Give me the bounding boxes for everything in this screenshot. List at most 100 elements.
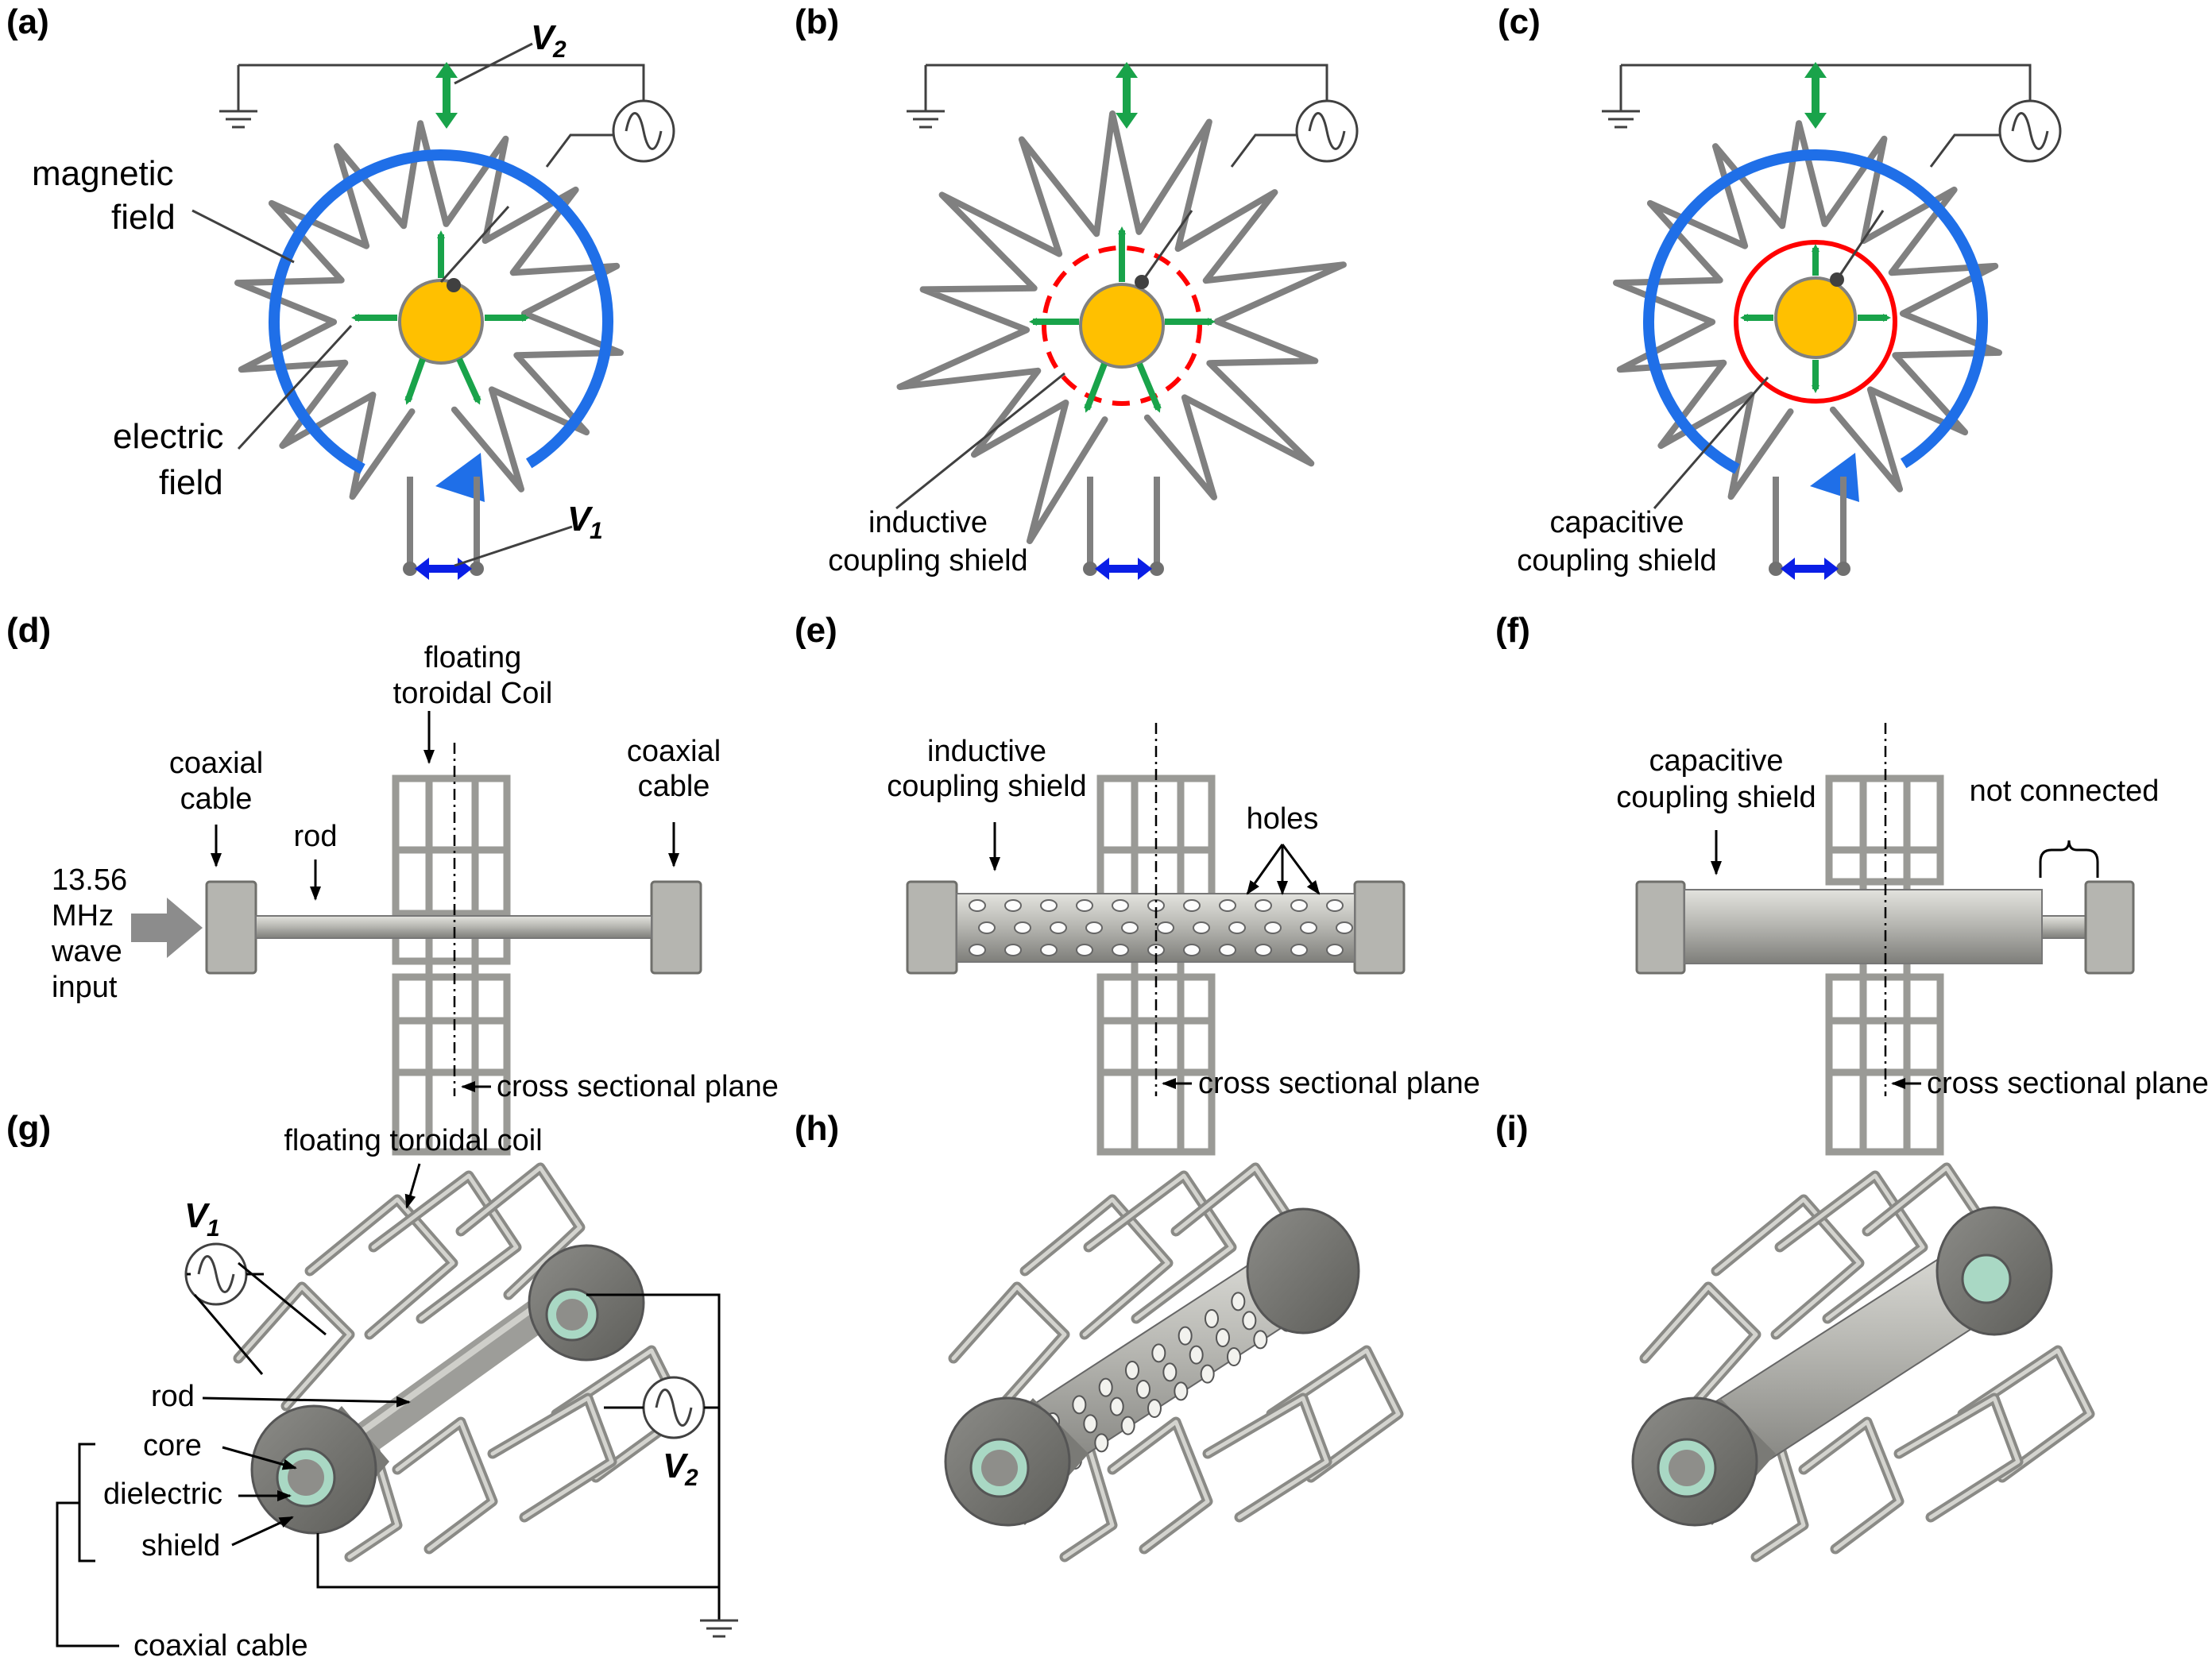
v2-label: V bbox=[663, 1447, 689, 1485]
shield-hole bbox=[1219, 899, 1236, 912]
electric-field-arrows bbox=[1740, 244, 1891, 393]
plane-label: cross sectional plane bbox=[1927, 1067, 2209, 1100]
shield-label-1: capacitive bbox=[1550, 506, 1684, 539]
ground-icon bbox=[698, 1587, 740, 1638]
coil-frame bbox=[1714, 1197, 1862, 1337]
shield-hole bbox=[1004, 899, 1022, 912]
coil-frame bbox=[395, 1420, 495, 1551]
electric-label-2: field bbox=[159, 463, 223, 502]
shield-hole bbox=[1326, 899, 1344, 912]
panel-a: (a) V 2 V bbox=[6, 2, 675, 580]
input-label-1: 13.56 bbox=[52, 863, 127, 897]
shield-hole bbox=[1228, 921, 1246, 934]
shield-hole bbox=[1255, 899, 1272, 912]
electric-field-arrows bbox=[351, 230, 530, 405]
coil-label-1: floating bbox=[424, 641, 522, 674]
panel-a-label: (a) bbox=[6, 2, 49, 41]
v1-sub: 1 bbox=[207, 1215, 220, 1242]
coil-frame bbox=[458, 1165, 582, 1297]
shield-hole bbox=[1109, 1396, 1124, 1416]
coil-frame bbox=[1023, 1197, 1170, 1337]
shield-hole bbox=[1147, 1399, 1162, 1418]
source-lead bbox=[545, 133, 613, 168]
supply-line bbox=[238, 64, 645, 105]
capacitive-shield-tube bbox=[1684, 889, 2043, 964]
coaxial-cable-left bbox=[1635, 880, 1686, 975]
coil-frame bbox=[233, 1281, 355, 1412]
rod-cross-section bbox=[1774, 276, 1857, 359]
shield-hole bbox=[1253, 1330, 1268, 1350]
panel-f: (f) capacitive coupling shield not conne… bbox=[1495, 611, 2209, 1156]
coil-frame bbox=[236, 1284, 352, 1408]
panel-g-label: (g) bbox=[6, 1109, 51, 1148]
shield-hole bbox=[1193, 921, 1210, 934]
inductive-shield-ring bbox=[1042, 245, 1202, 406]
shield-hole bbox=[1162, 1362, 1178, 1382]
shield-hole bbox=[1076, 944, 1093, 956]
shield-hole bbox=[1085, 921, 1103, 934]
shield-label-2: coupling shield bbox=[887, 770, 1086, 803]
shield-hole bbox=[1151, 1343, 1166, 1363]
panel-f-label: (f) bbox=[1495, 611, 1530, 650]
cable-left-label-2: cable bbox=[180, 782, 253, 816]
coaxial-cable-near bbox=[1631, 1396, 1776, 1527]
ac-source-icon bbox=[1998, 99, 2062, 163]
coaxial-cable-near bbox=[944, 1396, 1089, 1527]
shield-label-1: inductive bbox=[927, 735, 1046, 768]
coaxial-cable-far bbox=[1936, 1206, 2053, 1336]
not-connected-brace bbox=[2039, 840, 2099, 878]
panel-c: (c) capacitive coupling shield bbox=[1498, 2, 2062, 580]
panel-i-label: (i) bbox=[1495, 1109, 1529, 1148]
shield-hole bbox=[1227, 1347, 1241, 1366]
not-connected-label: not connected bbox=[1970, 774, 2160, 808]
electric-field-arrows bbox=[1029, 226, 1216, 413]
shield-hole bbox=[1183, 899, 1201, 912]
toroidal-coil bbox=[896, 110, 1347, 544]
shield-hole bbox=[1326, 944, 1344, 956]
shield-hole bbox=[1098, 1377, 1113, 1397]
shield-hole bbox=[1121, 921, 1139, 934]
shield-hole bbox=[1125, 1361, 1139, 1380]
coaxial-cable-far bbox=[1246, 1207, 1360, 1335]
ac-source-icon bbox=[642, 1376, 706, 1439]
shield-label-1: capacitive bbox=[1649, 744, 1784, 778]
toroidal-coil bbox=[234, 120, 624, 500]
shield-hole bbox=[1136, 1380, 1150, 1399]
shield-hole bbox=[1255, 944, 1272, 956]
rod-label: rod bbox=[151, 1380, 195, 1413]
ground-icon bbox=[1600, 65, 1642, 129]
panel-g: (g) V 1 V 2 float bbox=[6, 1109, 740, 1661]
rod-leader bbox=[439, 205, 510, 284]
input-arrow bbox=[131, 898, 203, 958]
shield-hole bbox=[1014, 921, 1031, 934]
magnetic-label-1: magnetic bbox=[32, 154, 174, 193]
coil-frame bbox=[1798, 1416, 1905, 1555]
shield-hole bbox=[969, 944, 986, 956]
panel-d: (d) 13.56 MHz wave input coaxial cable r… bbox=[6, 611, 779, 1156]
input-label-2: MHz bbox=[52, 899, 114, 933]
shield-label-2: coupling shield bbox=[1616, 781, 1816, 814]
cable-right-label-1: coaxial bbox=[627, 735, 721, 768]
holes-label: holes bbox=[1247, 802, 1319, 836]
shield-hole bbox=[1157, 921, 1174, 934]
v1-label: V bbox=[184, 1196, 211, 1235]
ac-source-icon bbox=[1295, 99, 1359, 163]
shield-hole bbox=[969, 899, 986, 912]
coil-side-view bbox=[392, 774, 511, 1156]
coaxial-cable-left bbox=[205, 880, 257, 975]
input-label-4: input bbox=[52, 971, 118, 1004]
v2-label: V bbox=[531, 18, 557, 57]
panel-e-label: (e) bbox=[795, 611, 837, 650]
capacitive-shield-ring bbox=[1734, 240, 1897, 404]
coaxial-cable-left bbox=[906, 880, 958, 975]
panel-h-label: (h) bbox=[795, 1109, 839, 1148]
dielectric-label: dielectric bbox=[103, 1478, 222, 1511]
coil-frame bbox=[392, 1416, 498, 1555]
shield-hole bbox=[1200, 1364, 1215, 1384]
coil-frame bbox=[1107, 1416, 1213, 1555]
coil-frame bbox=[951, 1284, 1067, 1408]
shield-hole bbox=[1242, 1311, 1257, 1331]
cable-right-label-2: cable bbox=[638, 770, 710, 803]
shield-label-2: coupling shield bbox=[828, 544, 1027, 577]
